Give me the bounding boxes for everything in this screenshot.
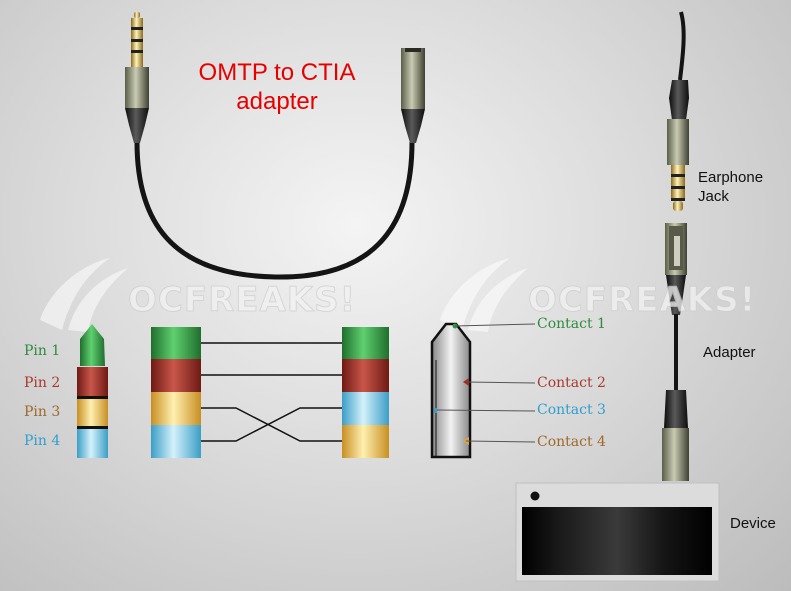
contact-2-label: Contact 2: [537, 375, 606, 391]
pin-3-label: Pin 3: [24, 404, 61, 420]
device-label: Device: [730, 515, 776, 532]
contact-1-label: Contact 1: [537, 316, 606, 332]
pin-2-label: Pin 2: [24, 375, 61, 391]
contact-3-label: Contact 3: [537, 402, 606, 418]
female-socket-right: [401, 48, 425, 143]
wiring-diagram: [151, 327, 389, 458]
male-plug-left: [125, 12, 149, 143]
pin-4-label: Pin 4: [24, 433, 61, 449]
earphone-adapter-device-illustration: [515, 11, 720, 582]
earphone-jack-label: Earphone Jack: [698, 169, 764, 205]
diagram-title: OMTP to CTIA adapter: [198, 59, 356, 115]
adapter-label: Adapter: [703, 344, 756, 361]
socket-contact-diagram: [430, 322, 536, 459]
pin-1-label: Pin 1: [24, 343, 61, 359]
contact-4-label: Contact 4: [537, 434, 606, 450]
plug-pin-diagram: [77, 324, 108, 458]
adapter-cable-illustration: [125, 12, 425, 280]
watermark-text-right: OCFREAKS!: [527, 280, 757, 321]
watermark-logo-left: [40, 258, 128, 332]
watermark-logo-right: [440, 258, 528, 332]
watermark-text-left: OCFREAKS!: [127, 280, 357, 321]
